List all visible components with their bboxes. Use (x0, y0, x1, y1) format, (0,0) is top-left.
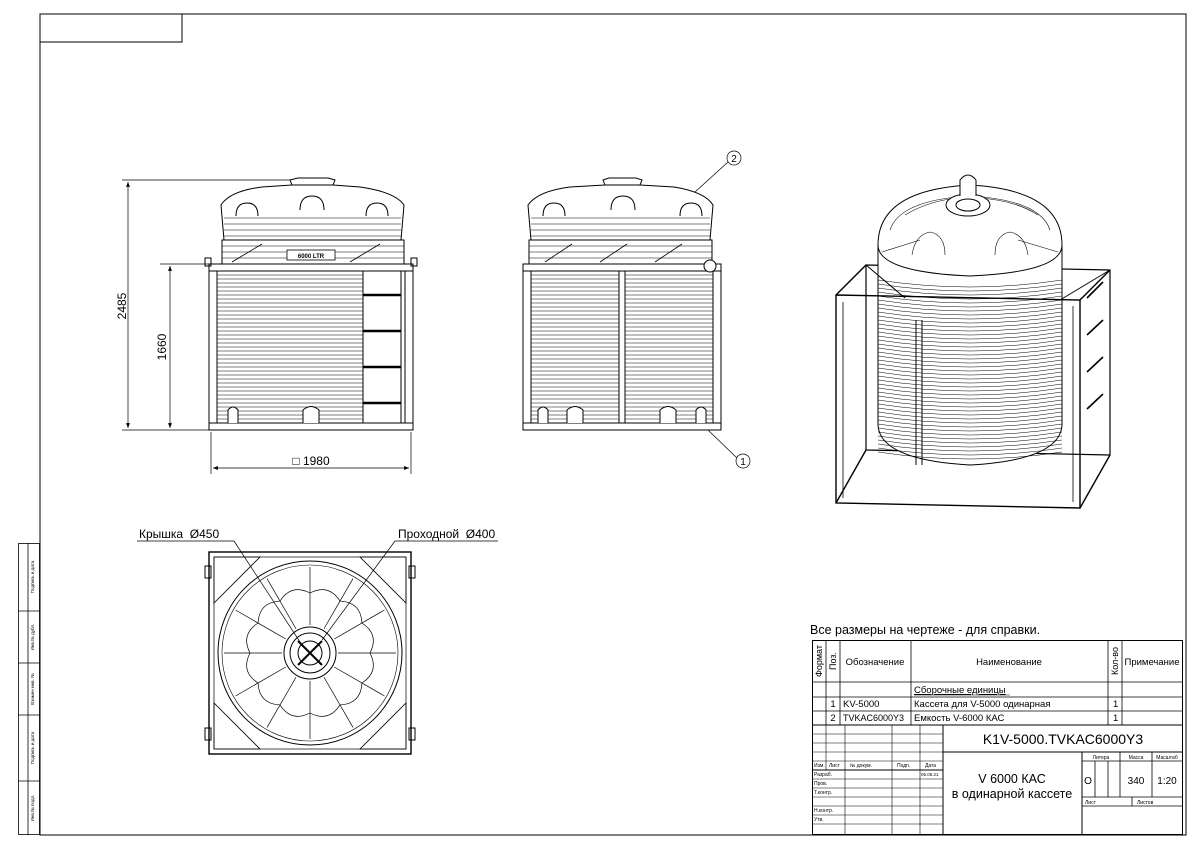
header-note: Примечание (1125, 657, 1180, 668)
drawing-code: K1V-5000.TVKAC6000Y3 (983, 731, 1144, 747)
callout-leaders (694, 150, 751, 469)
role-developer: Разраб. (814, 772, 832, 778)
sheet-label: Лист (1085, 800, 1097, 806)
role-approver: Утв. (814, 817, 824, 823)
side-strip-label: Взамен инв. № (30, 673, 35, 705)
litera-label: Литера (1093, 755, 1110, 761)
side-strip-label: Инв.№ дубл. (30, 624, 35, 651)
col-label-sheet: Лист (829, 763, 841, 769)
corner-stamp-box (39, 13, 183, 43)
callout-2-number: 2 (731, 154, 737, 165)
col-label-change: Изм. (814, 763, 825, 769)
reference-note: Все размеры на чертеже - для справки. (810, 623, 1041, 637)
role-checker: Пров. (814, 781, 827, 787)
side-strip-label: Подпись и дата (30, 731, 35, 764)
side-strip-label: Инв.№ подл. (30, 795, 35, 822)
section-assembly-units: Сборочные единицы (914, 685, 1006, 696)
tank-capacity-label: 6000 LTR (298, 254, 325, 260)
callout-1-number: 1 (740, 457, 746, 468)
side-view (522, 177, 722, 431)
header-qty: Кол-во (1110, 647, 1120, 675)
row-1-name: Кассета для V-5000 одинарная (914, 699, 1050, 710)
header-designation: Обозначение (846, 657, 905, 668)
header-name: Наименование (976, 657, 1042, 668)
litera-value: О (1084, 776, 1092, 787)
sheets-label: Листов (1137, 800, 1154, 806)
sheet-border (39, 13, 1187, 836)
isometric-view (835, 174, 1111, 509)
row-1-pos: 1 (830, 699, 835, 710)
drawing-title-line1: V 6000 КАС (978, 772, 1045, 786)
row-2-name: Емкость V-6000 КАС (914, 713, 1005, 724)
role-tech-control: Т.контр. (814, 790, 832, 796)
scale-value: 1:20 (1157, 776, 1177, 787)
col-label-date: Дата (925, 763, 936, 769)
dimension-lines (122, 179, 412, 474)
callout-1-circle (735, 453, 751, 469)
top-view (137, 540, 498, 755)
callout-2-circle (726, 150, 742, 166)
col-label-sign: Подп. (897, 763, 910, 769)
side-strip-label: Подпись и дата (30, 560, 35, 593)
front-view (204, 177, 418, 431)
drawing-title-line2: в одинарной кассете (952, 787, 1073, 801)
dimension-total-height: 2485 (115, 292, 129, 319)
role-norm-control: Н.контр. (814, 808, 833, 814)
development-date: 05.05.21 (921, 772, 939, 777)
col-label-docnum: № докум. (850, 763, 872, 769)
row-1-qty: 1 (1113, 699, 1118, 710)
dimension-frame-width: □ 1980 (292, 454, 330, 468)
header-pos: Поз. (828, 652, 838, 670)
hatch-label: Проходной Ø400 (398, 527, 495, 541)
row-2-qty: 1 (1113, 713, 1118, 724)
side-strip: Подпись и дата Инв.№ дубл. Взамен инв. №… (18, 543, 40, 835)
mass-label: Масса (1129, 755, 1144, 761)
row-1-designation: KV-5000 (843, 699, 879, 710)
lid-label: Крышка Ø450 (139, 527, 219, 541)
header-format: Формат (814, 645, 824, 677)
row-2-designation: TVKAC6000Y3 (843, 713, 904, 723)
specification-and-title-block: Формат Поз. Обозначение Наименование Кол… (812, 640, 1183, 835)
dimension-frame-height: 1660 (155, 333, 169, 360)
mass-value: 340 (1128, 776, 1145, 787)
row-2-pos: 2 (830, 713, 835, 724)
scale-label: Масштаб (1156, 755, 1178, 761)
